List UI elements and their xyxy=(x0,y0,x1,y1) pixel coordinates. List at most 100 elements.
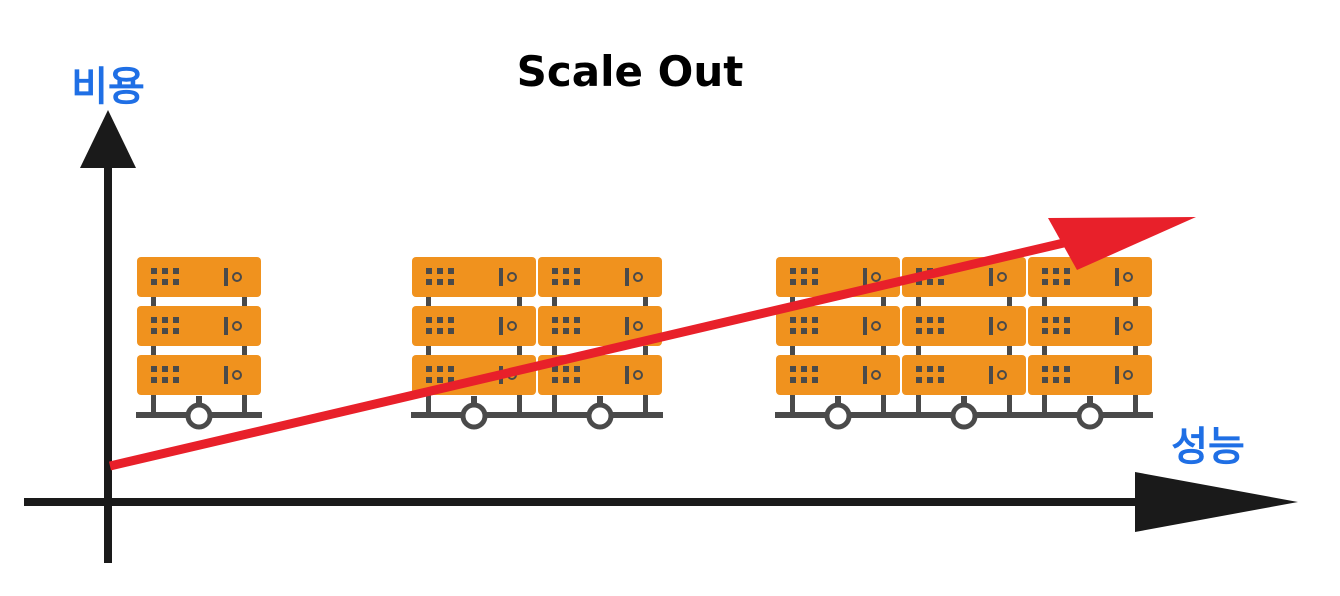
server-vent-dot xyxy=(801,377,807,383)
rack-base-circle xyxy=(1076,402,1104,430)
server-vent-dot xyxy=(1064,317,1070,323)
server-unit xyxy=(137,257,261,297)
server-vent-dot xyxy=(574,328,580,334)
axes xyxy=(24,110,1298,563)
rack-base-circle xyxy=(460,402,488,430)
server-indicator-light xyxy=(507,272,517,282)
server-vent-dot xyxy=(151,268,157,274)
server-rack-icon xyxy=(901,257,1027,430)
server-unit-body xyxy=(412,306,536,346)
server-indicator-bar xyxy=(224,317,228,335)
server-vent-dot xyxy=(426,328,432,334)
rack-connector xyxy=(1087,396,1093,406)
server-vent-dot xyxy=(812,268,818,274)
rack-connector xyxy=(597,396,603,406)
server-rack-icon xyxy=(136,257,262,430)
rack-base-circle xyxy=(586,402,614,430)
server-vent-dot xyxy=(1064,328,1070,334)
server-unit-body xyxy=(538,355,662,395)
server-unit-body xyxy=(137,257,261,297)
server-vent-dot xyxy=(426,377,432,383)
server-vent-dot xyxy=(1042,328,1048,334)
server-vent-dot xyxy=(448,268,454,274)
server-unit-body xyxy=(776,355,900,395)
server-vent-dot xyxy=(938,279,944,285)
rack-post xyxy=(643,294,648,414)
server-group-stage-3 xyxy=(775,257,1153,430)
server-vent-dot xyxy=(151,317,157,323)
server-unit-body xyxy=(902,306,1026,346)
server-indicator-bar xyxy=(224,268,228,286)
server-unit xyxy=(412,257,536,297)
server-unit xyxy=(538,355,662,395)
rack-post xyxy=(552,294,557,414)
rack-post xyxy=(242,294,247,414)
rack-base-circle xyxy=(950,402,978,430)
rack-post xyxy=(517,294,522,414)
y-axis-arrowhead xyxy=(80,110,136,168)
server-indicator-light xyxy=(507,321,517,331)
server-unit-body xyxy=(538,257,662,297)
server-vent-dot xyxy=(927,279,933,285)
server-vent-dot xyxy=(173,268,179,274)
server-vent-dot xyxy=(574,377,580,383)
server-vent-dot xyxy=(552,279,558,285)
server-vent-dot xyxy=(1053,328,1059,334)
server-unit xyxy=(137,306,261,346)
server-indicator-bar xyxy=(863,366,867,384)
server-indicator-bar xyxy=(863,268,867,286)
server-vent-dot xyxy=(552,268,558,274)
server-vent-dot xyxy=(790,268,796,274)
server-unit-body xyxy=(1028,355,1152,395)
server-unit xyxy=(538,306,662,346)
server-vent-dot xyxy=(437,377,443,383)
rack-post xyxy=(426,294,431,414)
server-indicator-bar xyxy=(499,268,503,286)
server-vent-dot xyxy=(801,366,807,372)
server-vent-dot xyxy=(448,317,454,323)
server-unit xyxy=(902,355,1026,395)
server-indicator-bar xyxy=(1115,366,1119,384)
rack-post xyxy=(916,294,921,414)
server-vent-dot xyxy=(552,366,558,372)
server-indicator-light xyxy=(997,321,1007,331)
server-vent-dot xyxy=(938,328,944,334)
server-vent-dot xyxy=(173,279,179,285)
server-vent-dot xyxy=(563,377,569,383)
server-vent-dot xyxy=(801,328,807,334)
server-vent-dot xyxy=(1042,377,1048,383)
server-vent-dot xyxy=(151,366,157,372)
server-unit-body xyxy=(902,355,1026,395)
server-vent-dot xyxy=(426,279,432,285)
server-indicator-bar xyxy=(625,366,629,384)
server-indicator-light xyxy=(633,272,643,282)
server-vent-dot xyxy=(552,317,558,323)
server-group-stage-1 xyxy=(136,257,262,430)
server-vent-dot xyxy=(151,279,157,285)
server-vent-dot xyxy=(448,328,454,334)
rack-base-circle xyxy=(824,402,852,430)
server-vent-dot xyxy=(173,366,179,372)
server-vent-dot xyxy=(927,366,933,372)
server-unit xyxy=(1028,355,1152,395)
server-vent-dot xyxy=(448,279,454,285)
server-vent-dot xyxy=(1064,366,1070,372)
server-vent-dot xyxy=(916,377,922,383)
rack-post xyxy=(1133,294,1138,414)
server-vent-dot xyxy=(938,317,944,323)
server-vent-dot xyxy=(1042,268,1048,274)
rack-post xyxy=(151,294,156,414)
server-unit-body xyxy=(137,355,261,395)
server-vent-dot xyxy=(801,268,807,274)
server-unit xyxy=(1028,306,1152,346)
server-vent-dot xyxy=(574,366,580,372)
server-vent-dot xyxy=(574,317,580,323)
server-rack-icon xyxy=(1027,257,1153,430)
server-unit-body xyxy=(1028,306,1152,346)
server-indicator-light xyxy=(232,370,242,380)
server-vent-dot xyxy=(173,328,179,334)
server-indicator-bar xyxy=(625,317,629,335)
server-vent-dot xyxy=(437,366,443,372)
server-unit xyxy=(776,306,900,346)
server-vent-dot xyxy=(162,328,168,334)
